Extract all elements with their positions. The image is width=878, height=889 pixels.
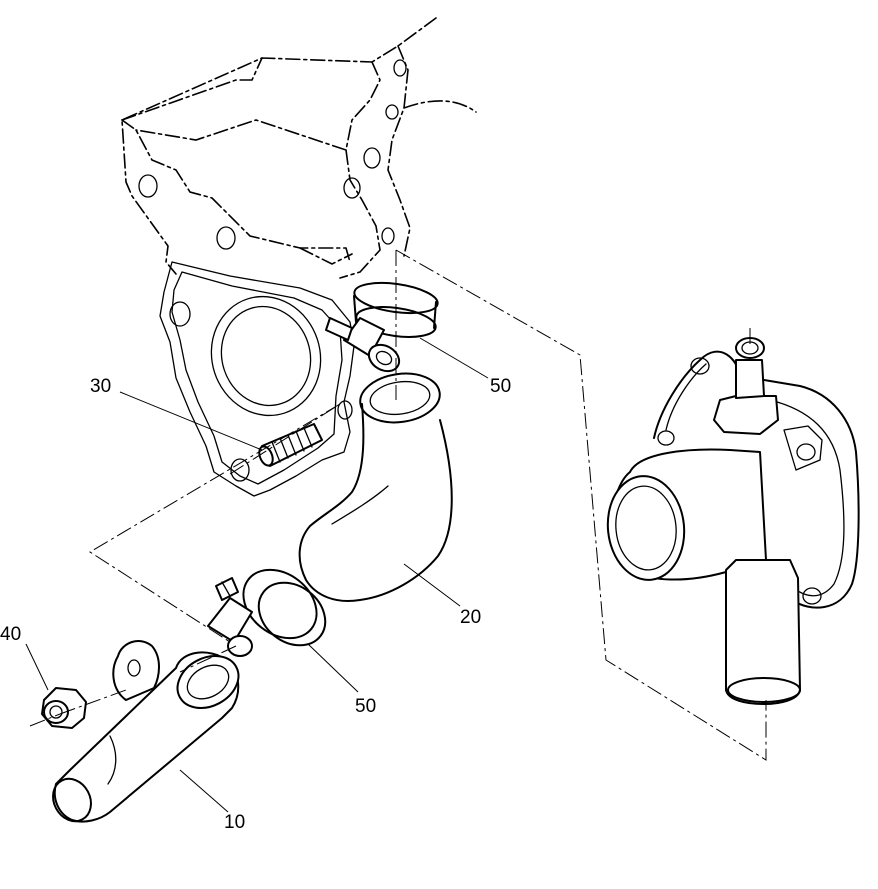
callout-30: 30 <box>90 376 111 397</box>
hose-clamp-upper-50 <box>325 281 439 373</box>
gasket-flange <box>159 261 355 497</box>
callout-20: 20 <box>460 607 481 628</box>
water-pump-housing <box>606 337 860 705</box>
flange-nut-40 <box>41 687 87 729</box>
callout-40: 40 <box>0 624 21 645</box>
elbow-hose-20 <box>298 372 453 602</box>
stud-bolt-30 <box>258 423 323 467</box>
callout-50-lower: 50 <box>355 696 376 717</box>
leader-lines <box>25 337 489 813</box>
callout-10: 10 <box>224 812 245 833</box>
callout-50-upper: 50 <box>490 376 511 397</box>
outlet-pipe-10 <box>52 640 240 823</box>
engine-block-phantom <box>121 17 477 279</box>
callout-labels: 30 50 20 50 10 40 <box>0 376 511 833</box>
assembly-center-lines <box>29 249 767 761</box>
hose-clamp-lower-50 <box>207 568 327 657</box>
